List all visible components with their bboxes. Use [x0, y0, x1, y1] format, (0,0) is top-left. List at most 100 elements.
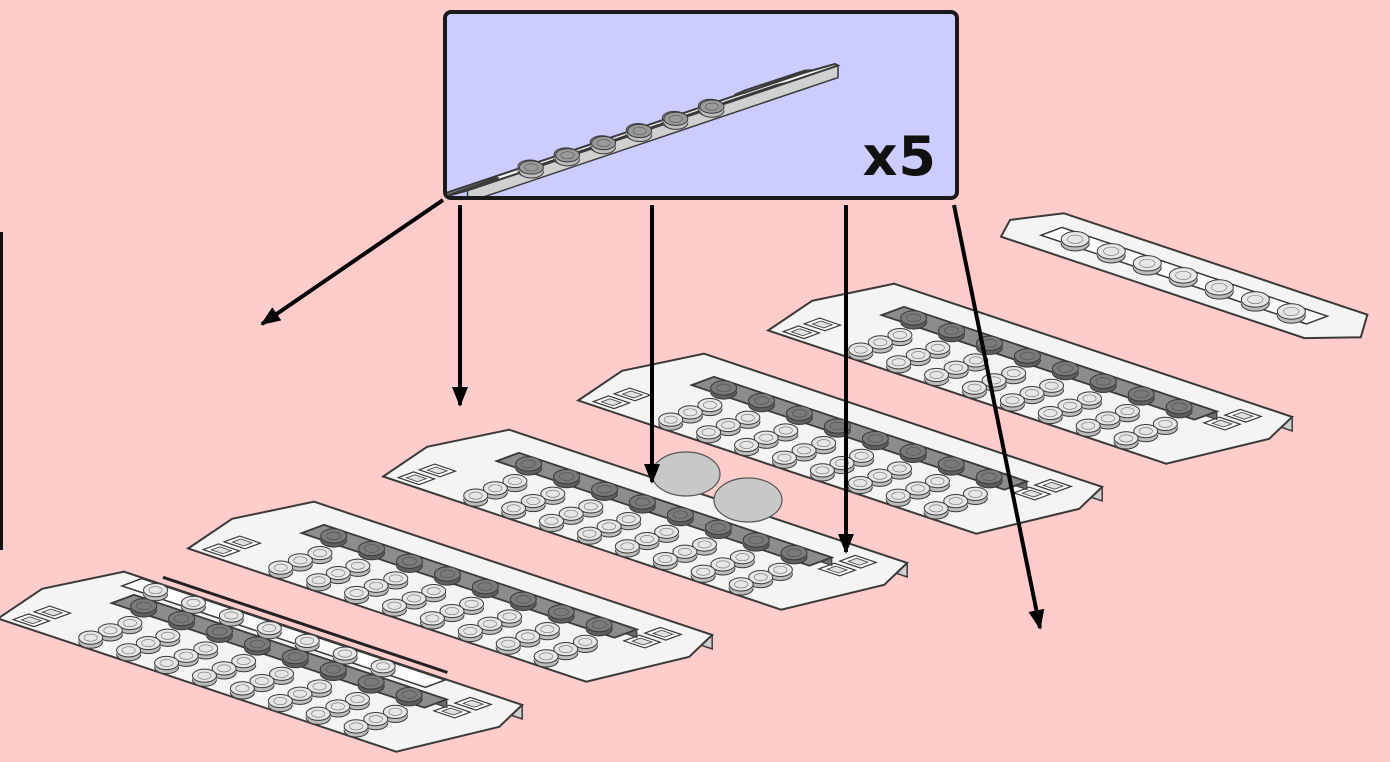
stud [249, 673, 275, 693]
stud [243, 636, 271, 656]
stud [555, 148, 580, 167]
stud [924, 367, 950, 387]
curved-end-cap [733, 69, 813, 96]
stud [899, 443, 927, 463]
stud [117, 615, 143, 635]
stud [663, 111, 689, 130]
stud [938, 322, 966, 343]
stud [154, 655, 180, 675]
stud [218, 608, 244, 627]
plate-with-curved-ends-icon [447, 62, 841, 196]
stud [281, 649, 309, 669]
stud [886, 355, 912, 374]
stud [155, 628, 181, 647]
end-plate-top [999, 212, 1369, 340]
stud [229, 681, 255, 700]
stud [1204, 279, 1234, 300]
stud [305, 706, 331, 725]
stud [885, 488, 911, 507]
stud [395, 553, 423, 573]
stud [697, 397, 723, 417]
stud [231, 654, 257, 673]
stud [780, 545, 808, 565]
stud [652, 551, 678, 571]
stud [463, 488, 489, 507]
stud [692, 537, 718, 556]
stud [809, 463, 835, 482]
placement-arrows-group [260, 198, 1045, 630]
stud [961, 380, 987, 399]
stud [509, 591, 537, 611]
stud [690, 564, 716, 583]
stud [771, 450, 797, 469]
plate-section [380, 428, 910, 611]
stud [576, 526, 602, 545]
stud [596, 519, 622, 538]
stud [539, 513, 565, 533]
stud [753, 430, 779, 449]
stud [848, 342, 874, 361]
plate-section [765, 282, 1295, 465]
stud [1127, 386, 1155, 406]
front-slot [162, 575, 448, 674]
stud [383, 571, 409, 590]
stud [547, 604, 575, 624]
stud [268, 560, 294, 579]
stud [791, 443, 817, 462]
stud [905, 347, 931, 367]
stud [482, 481, 508, 500]
stud [900, 310, 928, 330]
stud [287, 686, 313, 705]
stud [591, 136, 617, 155]
stud [616, 512, 642, 531]
stud [578, 499, 604, 518]
stud [963, 353, 989, 372]
parts-callout-box: x5 [443, 10, 959, 200]
stud [773, 423, 799, 442]
stud [116, 643, 142, 662]
stud [1037, 405, 1063, 425]
stud [1168, 267, 1198, 288]
stud [924, 474, 950, 493]
stud [1075, 418, 1101, 437]
stud [294, 633, 320, 652]
stud [715, 417, 741, 437]
stud [614, 539, 640, 558]
stud [742, 532, 770, 552]
stud [634, 531, 660, 551]
stud [180, 595, 206, 614]
stud [735, 410, 761, 429]
stud [905, 481, 931, 500]
stud [1060, 231, 1090, 252]
stud [925, 340, 951, 359]
stud [590, 481, 618, 501]
part-quantity-label: x5 [862, 125, 937, 188]
stud [267, 693, 293, 713]
stud [306, 573, 332, 592]
stud [1152, 416, 1178, 435]
stud [540, 486, 566, 505]
stud [1276, 303, 1306, 324]
stud [533, 649, 559, 668]
stud [471, 579, 499, 599]
stud [734, 437, 760, 457]
stud [325, 565, 351, 585]
stud [572, 634, 598, 653]
stud [767, 562, 793, 581]
stud [78, 630, 104, 649]
stud [1057, 398, 1083, 417]
stud [1089, 373, 1117, 393]
stud [553, 468, 581, 489]
stud [515, 456, 543, 476]
dome [713, 477, 783, 523]
stud [205, 623, 233, 643]
placement-arrow [260, 198, 445, 326]
stud [847, 475, 873, 495]
stud [1132, 255, 1162, 276]
stud [704, 519, 732, 539]
stud [477, 616, 503, 635]
part-illustration [447, 62, 841, 196]
stud [433, 566, 461, 586]
stud [937, 456, 965, 476]
